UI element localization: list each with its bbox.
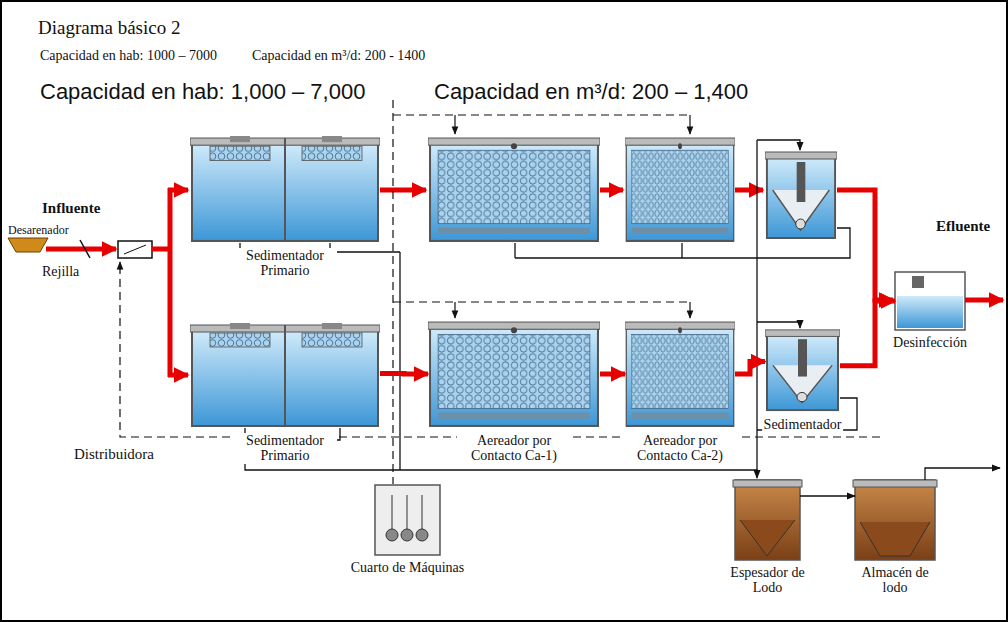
tank-label: Sedimentador Primario	[233, 433, 337, 464]
sludge-storage-tank	[855, 480, 935, 560]
tank-label: Cuarto de Máquinas	[349, 560, 467, 575]
tank-node: Sedimentador Primario	[190, 323, 380, 428]
flow-connector	[600, 372, 625, 377]
disinfection-tank	[895, 272, 965, 330]
tank-label: Sedimentador	[762, 417, 844, 432]
tank-label: Almacén de lodo	[858, 565, 932, 596]
tank-node: Sedimentador	[765, 328, 840, 412]
tank-node: Aereador por Contacto Ca-1)	[428, 320, 600, 428]
text-label: Influente	[40, 200, 102, 217]
tank-node: Espesador de Lodo	[735, 480, 800, 560]
diagram-title: Diagrama básico 2	[38, 18, 180, 39]
tank-label: Sedimentador Primario	[233, 248, 337, 279]
text-label: Distribuidora	[72, 446, 156, 463]
tank-label: Desinfección	[891, 335, 969, 350]
flow-connector	[840, 301, 895, 366]
machine-room	[375, 485, 440, 555]
tank-label: Aereador por Contacto Ca-1)	[457, 433, 571, 464]
flow-connector	[735, 362, 765, 374]
flow-connector	[380, 371, 428, 377]
tank-node: Almacén de lodo	[855, 480, 935, 560]
text-label: Desarenador	[6, 224, 71, 237]
screen	[80, 240, 90, 258]
tank-node: Cuarto de Máquinas	[375, 485, 440, 555]
text-label: Efluente	[934, 218, 992, 235]
text-label: Capacidad en m³/d: 200 - 1400	[250, 48, 427, 63]
distributor-box	[118, 241, 152, 258]
tank-node: Aereador por Contacto Ca-2)	[625, 320, 735, 428]
thickener-tank	[735, 480, 800, 560]
text-label: Rejilla	[40, 264, 81, 279]
text-label: Capacidad en m³/d: 200 – 1,400	[432, 80, 750, 104]
tank-node: Desinfección	[895, 272, 965, 330]
grit-chamber	[8, 238, 48, 252]
tank-label: Aereador por Contacto Ca-2)	[623, 433, 737, 464]
tank-label: Espesador de Lodo	[726, 565, 810, 596]
tank-node: Sedimentador Primario	[190, 136, 380, 243]
flow-connector	[800, 495, 855, 496]
text-label: Capacidad en hab: 1,000 – 7,000	[38, 80, 367, 104]
text-label: Capacidad en hab: 1000 – 7000	[38, 48, 219, 63]
